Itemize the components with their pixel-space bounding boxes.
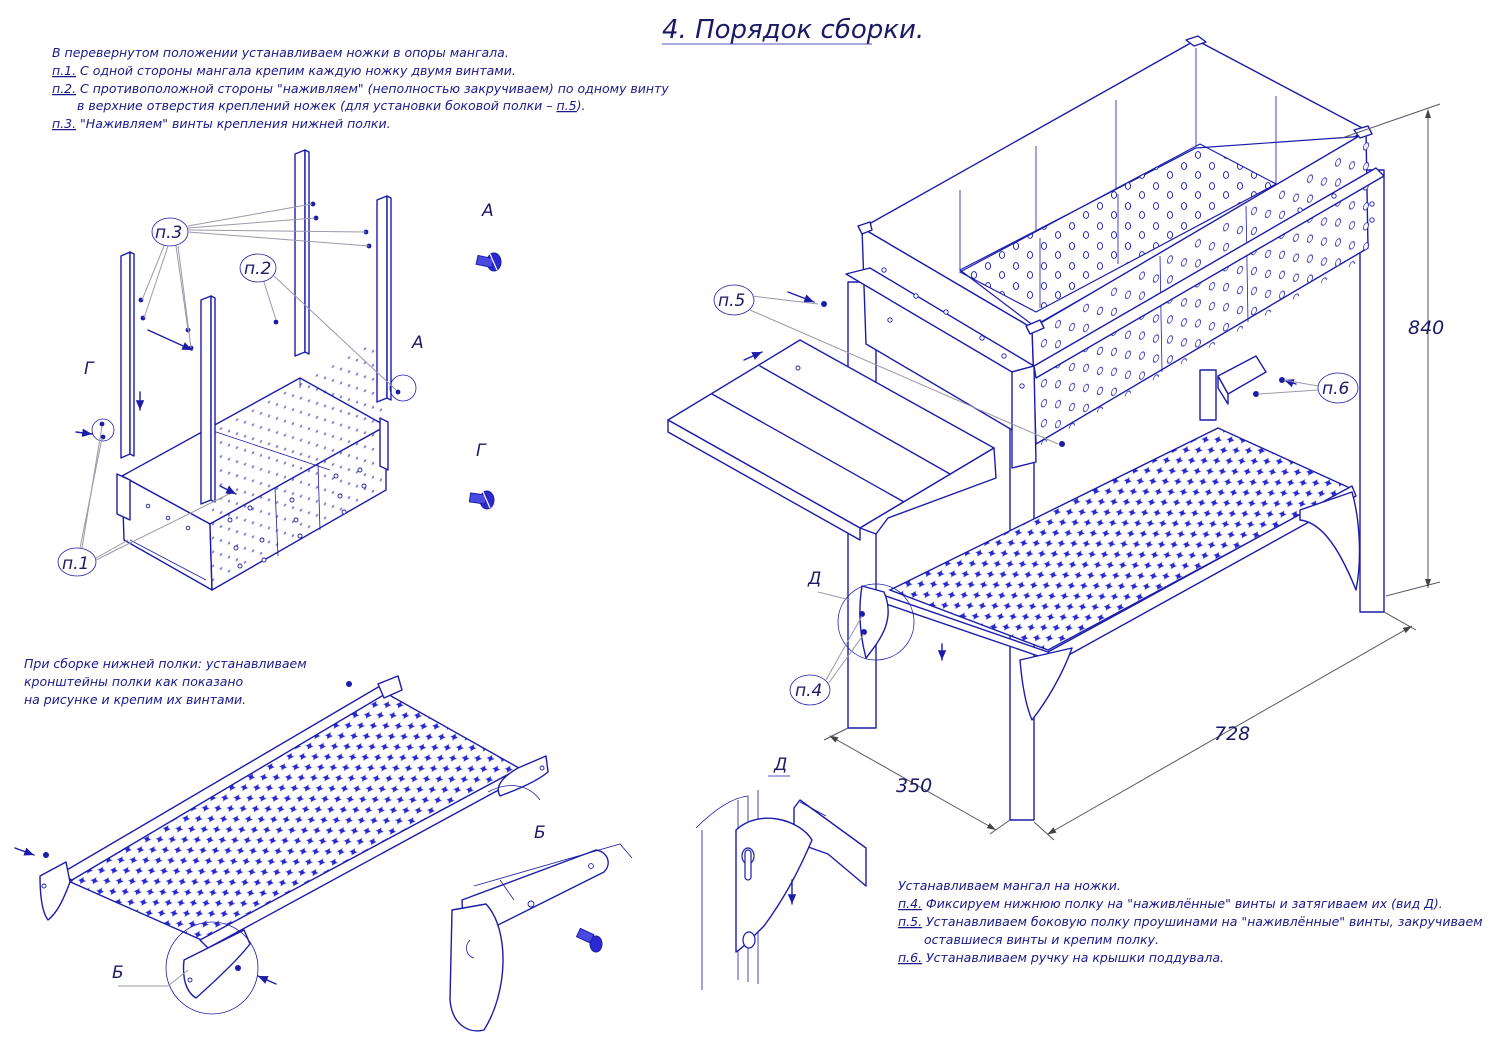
dimension-length: 728 [1033, 611, 1417, 841]
dimension-depth: 350 [823, 727, 1011, 835]
instructions-bottom: Устанавливаем мангал на ножки. п.4. Фикс… [898, 878, 1483, 965]
step-ref: п.6. [898, 950, 922, 965]
svg-text:п.4: п.4 [795, 681, 822, 701]
lower-shelf-figure [14, 675, 549, 1015]
screw-icon [475, 252, 502, 272]
svg-text:п.5. Устанавливаем боковую пол: п.5. Устанавливаем боковую полку проушин… [898, 914, 1483, 929]
screw-icon [575, 927, 603, 953]
instruction-line: Устанавливаем мангал на ножки. [898, 878, 1121, 893]
step-ref: п.1. [52, 63, 76, 78]
detail-a: А [475, 201, 502, 272]
screw-icon [468, 490, 495, 510]
instruction-line: При сборке нижней полки: устанавливаем [24, 656, 307, 671]
svg-text:Б: Б [534, 823, 546, 843]
svg-text:Г: Г [476, 441, 487, 461]
instruction-line: оставшиеся винты и крепим полку. [924, 932, 1159, 947]
step-ref: п.2. [52, 81, 76, 96]
callout-p5: п.5 [713, 284, 1059, 445]
view-label-d: Д [807, 569, 821, 589]
callout-p2: п.2 [239, 253, 397, 391]
svg-text:п.2: п.2 [244, 259, 271, 279]
instruction-line: в верхние отверстия креплений ножек (для… [77, 98, 557, 113]
detail-g: Г [468, 441, 495, 510]
svg-text:п.6: п.6 [1322, 379, 1350, 399]
svg-text:Д: Д [773, 755, 787, 775]
callout-p6: п.6 [1257, 372, 1359, 404]
slot-icon [741, 847, 756, 949]
callout-p1: п.1 [57, 425, 230, 577]
detail-b: Б [449, 823, 633, 1032]
svg-text:п.4. Фиксируем нижнюю полку на: п.4. Фиксируем нижнюю полку на "наживлён… [898, 896, 1443, 911]
instruction-line: В перевернутом положении устанавливаем н… [52, 45, 509, 60]
callout-p4: п.4 [789, 615, 865, 706]
instruction-line: на рисунке и крепим их винтами. [24, 692, 246, 707]
instructions-shelf: При сборке нижней полки: устанавливаем к… [24, 656, 307, 707]
inverted-grill-figure [75, 149, 417, 591]
dimension-height: 840 [1341, 103, 1444, 597]
view-label-b: Б [112, 963, 124, 983]
instruction-line: С противоположной стороны "наживляем" (н… [76, 81, 669, 96]
instruction-line: кронштейны полки как показано [24, 674, 244, 689]
view-label-a: А [411, 333, 424, 353]
svg-text:350: 350 [896, 775, 932, 797]
svg-text:п.6. Устанавливаем ручку на кр: п.6. Устанавливаем ручку на крышки подду… [898, 950, 1224, 965]
svg-text:728: 728 [1214, 723, 1250, 745]
svg-text:в верхние отверстия креплений: в верхние отверстия креплений ножек (для… [77, 98, 585, 113]
callout-p3: п.3 [141, 203, 370, 349]
step-ref: п.4. [898, 896, 922, 911]
step-ref: п.5 [557, 98, 577, 113]
instruction-line: "Наживляем" винты крепления нижней полки… [76, 116, 390, 131]
instruction-line: Устанавливаем ручку на крышки поддувала. [922, 950, 1224, 965]
svg-text:п.2. С противоположной стороны: п.2. С противоположной стороны "наживляе… [52, 81, 669, 96]
step-ref: п.3. [52, 116, 76, 131]
svg-text:п.3. "Наживляем" винты креплен: п.3. "Наживляем" винты крепления нижней … [52, 116, 391, 131]
svg-text:п.3: п.3 [155, 223, 182, 243]
page-title: 4. Порядок сборки. [662, 15, 924, 45]
instruction-line: С одной стороны мангала крепим каждую но… [76, 63, 516, 78]
step-ref: п.5. [898, 914, 922, 929]
svg-text:п.5: п.5 [718, 291, 745, 311]
svg-text:840: 840 [1408, 317, 1444, 339]
svg-text:п.1: п.1 [62, 554, 89, 574]
assembled-grill-figure [667, 35, 1385, 821]
view-label-g: Г [84, 359, 95, 379]
svg-text:п.1. С одной стороны мангала к: п.1. С одной стороны мангала крепим кажд… [52, 63, 516, 78]
instruction-line: Фиксируем нижнюю полку на "наживлённые" … [922, 896, 1443, 911]
instruction-line: Устанавливаем боковую полку проушинами н… [922, 914, 1483, 929]
instructions-top: В перевернутом положении устанавливаем н… [52, 45, 669, 131]
detail-d: Д [695, 755, 867, 990]
svg-text:А: А [481, 201, 494, 221]
